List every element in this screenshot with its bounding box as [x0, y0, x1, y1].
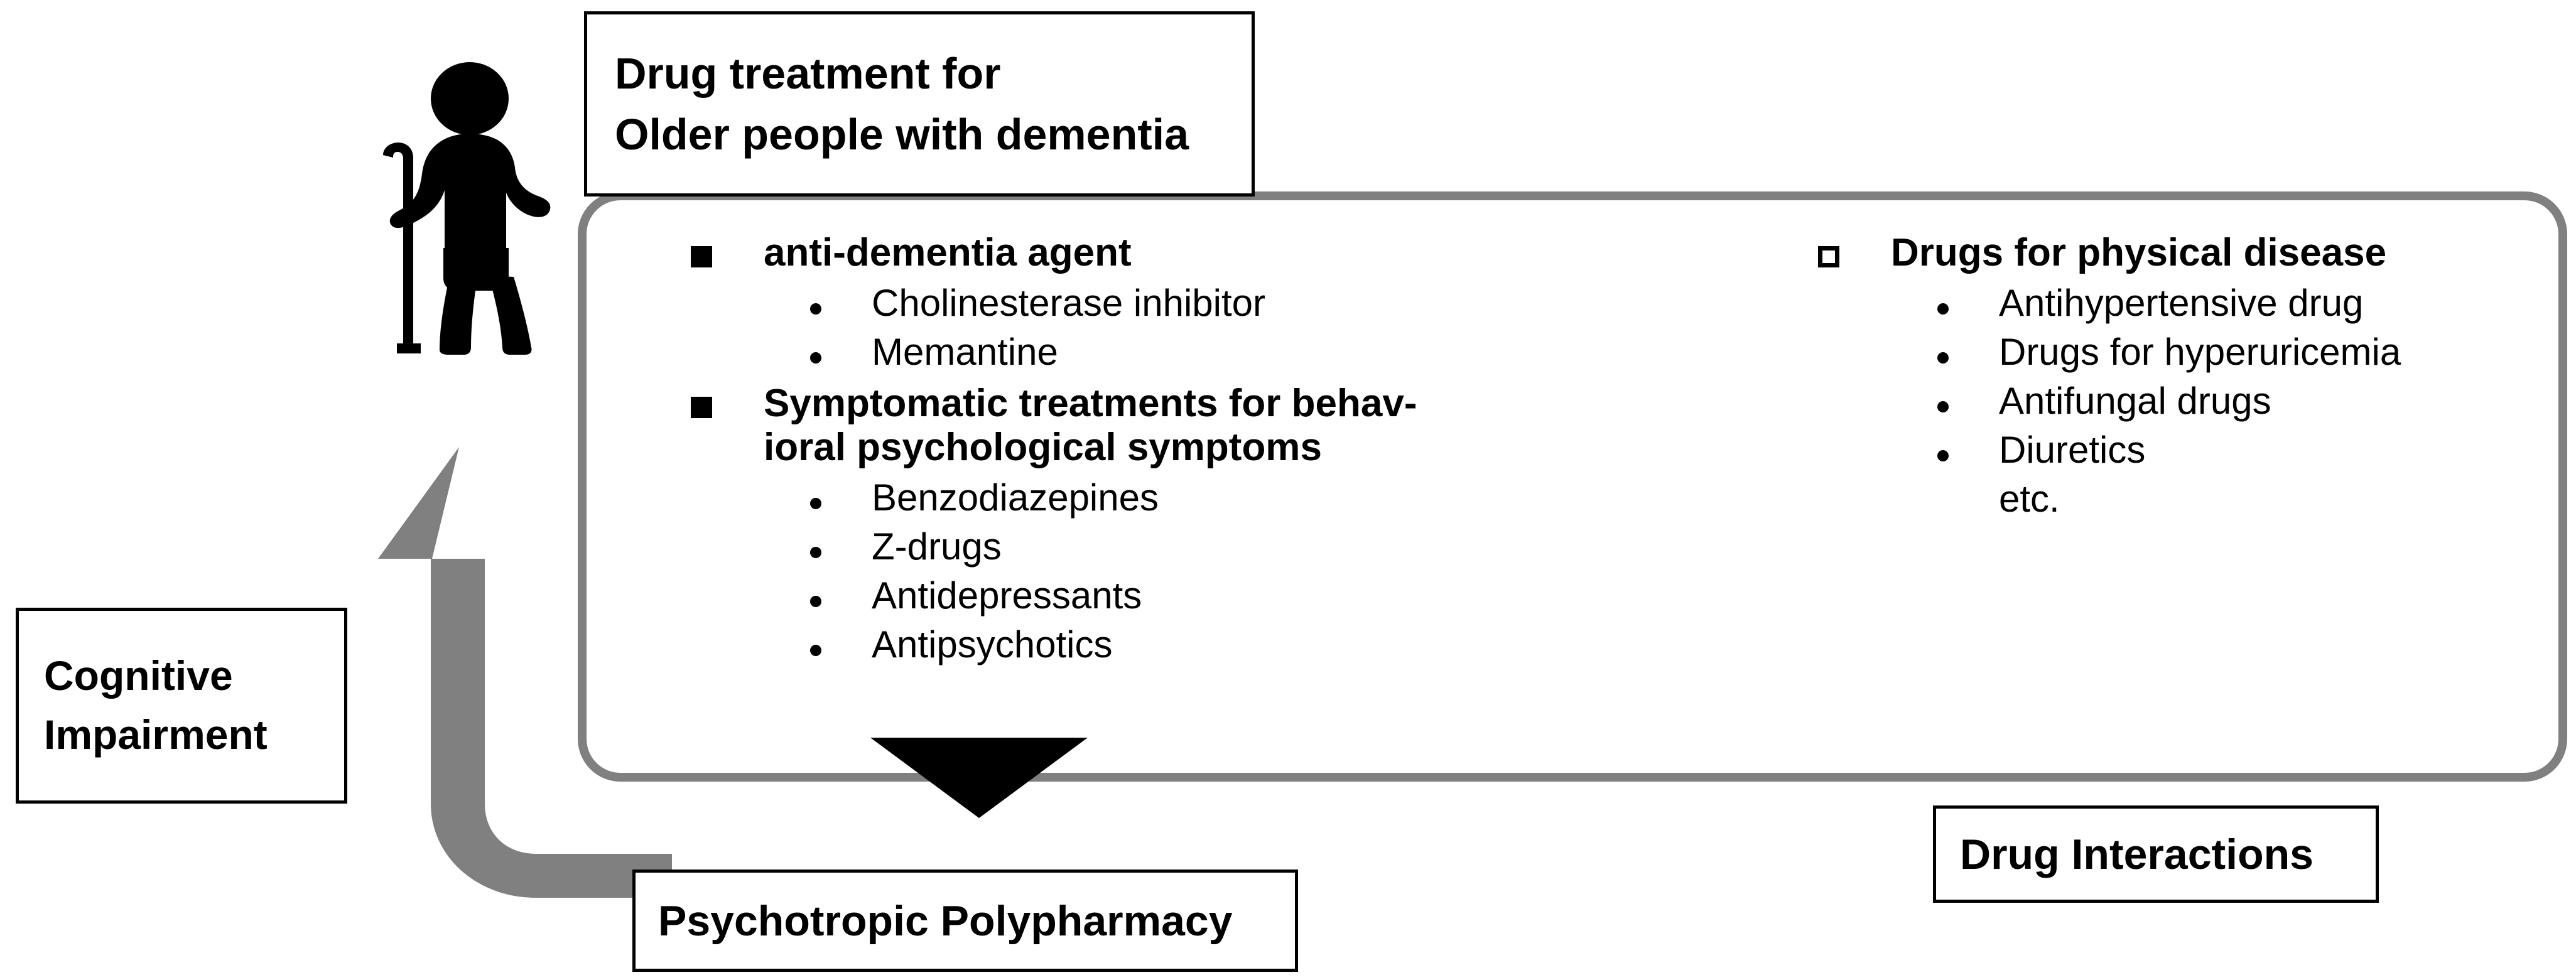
- gray-u-turn-arrow-icon: [377, 402, 678, 923]
- cognitive-line-2: Impairment: [44, 711, 268, 758]
- list-item-label: Antifungal drugs: [1999, 380, 2271, 423]
- list-item-label: Benzodiazepines: [872, 477, 1159, 519]
- list-item-trailing: etc.: [1937, 478, 2540, 520]
- list-group-symptomatic-treatments: Symptomatic treatments for behav- ioral …: [691, 382, 1633, 470]
- list-item: Antidepressants: [810, 575, 1633, 617]
- title-box: Drug treatment for Older people with dem…: [584, 11, 1255, 197]
- group-heading: anti-dementia agent: [764, 231, 1132, 274]
- filled-square-bullet-icon: [691, 246, 712, 267]
- black-down-triangle-icon: [870, 738, 1088, 818]
- dot-bullet-icon: [810, 498, 821, 510]
- list-item-label: Antidepressants: [872, 574, 1142, 617]
- psychotropic-polypharmacy-box: Psychotropic Polypharmacy: [632, 870, 1298, 972]
- list-group-physical-disease: Drugs for physical disease: [1818, 231, 2540, 275]
- dot-bullet-icon: [810, 352, 821, 364]
- list-item: Diuretics: [1937, 429, 2540, 471]
- group-heading: Symptomatic treatments for behav- ioral …: [764, 382, 1417, 470]
- group-heading: Drugs for physical disease: [1891, 231, 2387, 274]
- dot-bullet-icon: [1937, 352, 1949, 364]
- group-heading-line-1: Symptomatic treatments for behav-: [764, 382, 1417, 426]
- list-item-label: Drugs for hyperuricemia: [1999, 331, 2401, 374]
- polypharmacy-label: Psychotropic Polypharmacy: [658, 897, 1233, 945]
- dot-bullet-icon: [1937, 450, 1949, 462]
- right-drug-list: Drugs for physical disease Antihypertens…: [1818, 231, 2540, 520]
- dot-bullet-icon: [1937, 401, 1949, 413]
- group-heading-line-2: ioral psychological symptoms: [764, 426, 1322, 470]
- list-item-label: Diuretics: [1999, 429, 2146, 471]
- elderly-person-with-cane-icon: [369, 60, 570, 355]
- title-line-1: Drug treatment for: [615, 48, 1001, 98]
- hollow-square-bullet-icon: [1818, 246, 1839, 267]
- list-item: Antihypertensive drug: [1937, 283, 2540, 324]
- dot-bullet-icon: [810, 303, 821, 315]
- interactions-label: Drug Interactions: [1960, 830, 2314, 878]
- list-item-label: Antihypertensive drug: [1999, 282, 2364, 325]
- list-item: Memantine: [810, 331, 1633, 373]
- list-item-label: Z-drugs: [872, 525, 1002, 568]
- list-item: Drugs for hyperuricemia: [1937, 331, 2540, 373]
- list-item-label: Memantine: [872, 331, 1058, 374]
- cognitive-impairment-box: Cognitive Impairment: [16, 608, 347, 804]
- list-item: Antipsychotics: [810, 624, 1633, 665]
- list-item-label: Antipsychotics: [872, 623, 1113, 666]
- drug-interactions-box: Drug Interactions: [1933, 805, 2379, 903]
- list-item-label: etc.: [1999, 478, 2060, 520]
- list-item: Benzodiazepines: [810, 477, 1633, 519]
- list-item: Z-drugs: [810, 526, 1633, 568]
- filled-square-bullet-icon: [691, 397, 712, 419]
- dot-bullet-icon: [810, 547, 821, 559]
- list-item-label: Cholinesterase inhibitor: [872, 282, 1266, 325]
- list-group-anti-dementia: anti-dementia agent: [691, 231, 1633, 275]
- list-item: Antifungal drugs: [1937, 380, 2540, 422]
- dot-bullet-icon: [1937, 303, 1949, 315]
- dot-bullet-icon: [810, 645, 821, 657]
- title-line-2: Older people with dementia: [615, 109, 1189, 159]
- cognitive-line-1: Cognitive: [44, 652, 233, 699]
- left-drug-list: anti-dementia agent Cholinesterase inhib…: [691, 231, 1633, 665]
- list-item: Cholinesterase inhibitor: [810, 283, 1633, 324]
- dot-bullet-icon: [810, 596, 821, 608]
